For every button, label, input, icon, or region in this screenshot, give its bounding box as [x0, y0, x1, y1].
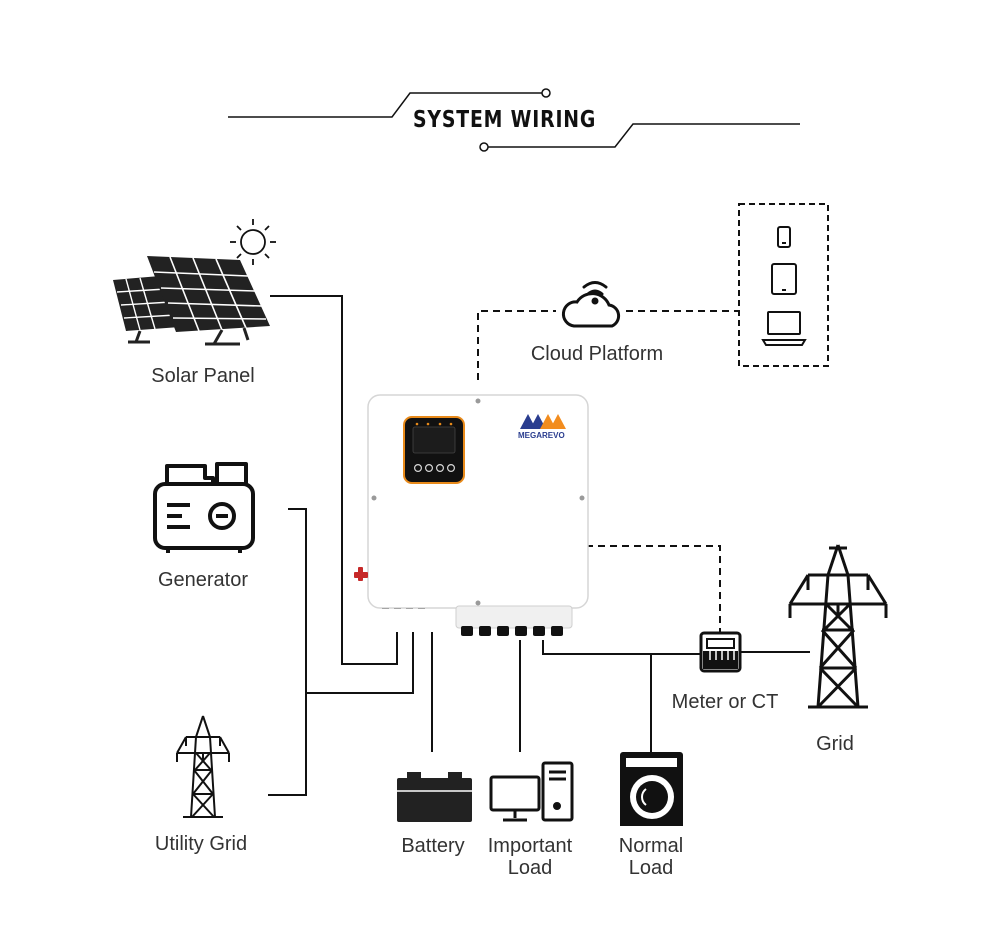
grid-tower-icon	[788, 544, 888, 709]
important-load-label: Important Load	[487, 835, 573, 879]
inverter-cloud-link	[477, 310, 556, 380]
power-wires	[268, 295, 810, 796]
grid-output-wire	[542, 640, 700, 655]
phone-icon	[777, 226, 791, 248]
desktop-computer-icon	[489, 761, 574, 822]
title-decoration	[228, 88, 800, 152]
generator-label: Generator	[157, 569, 249, 591]
solar-panel-label: Solar Panel	[151, 365, 255, 387]
cloud-wifi-icon	[561, 281, 621, 328]
solar-panel-icon	[113, 256, 270, 346]
meter-icon	[699, 631, 742, 673]
battery-icon	[397, 772, 472, 822]
transmission-tower-icon	[176, 715, 230, 818]
utility-grid-label: Utility Grid	[154, 833, 248, 855]
inverter-display	[403, 416, 465, 484]
device-box	[738, 203, 829, 367]
cloud-platform-label: Cloud Platform	[530, 343, 664, 365]
brand-name: MEGAREVO	[518, 431, 565, 440]
normal-load-label: Normal Load	[618, 835, 684, 879]
solar-wire	[270, 295, 398, 665]
generator-icon	[153, 462, 255, 553]
tablet-icon	[771, 263, 797, 295]
generator-wire	[268, 508, 307, 796]
laptop-icon	[761, 311, 807, 346]
meter-or-ct-label: Meter or CT	[671, 691, 779, 713]
inverter-meter-link	[574, 545, 721, 632]
washing-machine-icon	[620, 752, 683, 826]
sun-icon	[230, 219, 276, 265]
page-title: SYSTEM WIRING	[413, 107, 597, 133]
megarevo-logo: MEGAREVO	[518, 414, 566, 440]
battery-label: Battery	[401, 835, 465, 857]
grid-label: Grid	[816, 733, 854, 755]
generator-grid-bus	[306, 632, 414, 694]
